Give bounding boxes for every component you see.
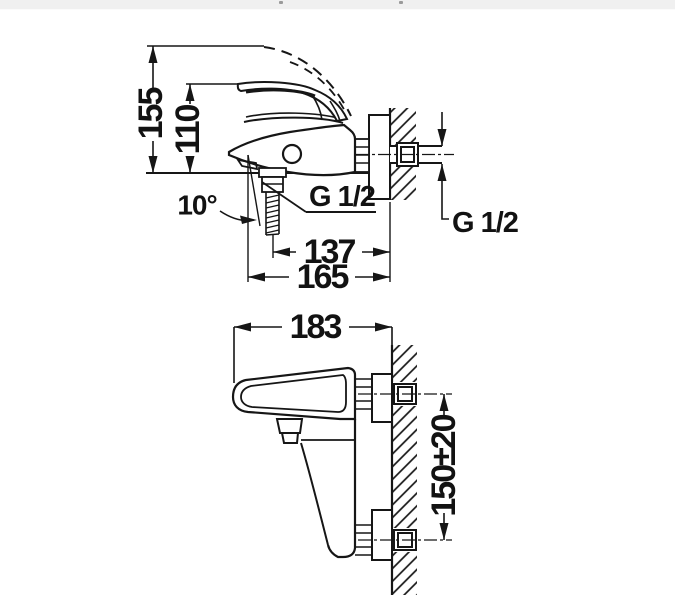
lever-raised-dashed [263, 46, 352, 117]
lever-raised-dashed2 [289, 61, 347, 114]
upper-pipe-ribs [355, 378, 372, 410]
dome-cap-line [243, 116, 344, 124]
arrowhead-left [248, 272, 265, 282]
screen-artifact [279, 1, 283, 4]
lever-handle-inner-line [240, 374, 347, 413]
arrowhead-up [148, 46, 158, 63]
dimension-150: 150±20 [425, 394, 463, 540]
angle-annotation: 10° [177, 154, 261, 282]
dimension-155: 155 [132, 46, 170, 173]
dim-label-150: 150±20 [425, 414, 463, 516]
dim-label-137: 137 [304, 233, 356, 271]
top-edge-strip [0, 0, 675, 10]
arrowhead-up [185, 84, 195, 101]
arrowhead-left [234, 322, 251, 332]
lever-handle-plan [231, 366, 357, 421]
dim-label-155: 155 [132, 88, 170, 140]
dimension-137: 137 [273, 233, 390, 271]
dim-label-165: 165 [297, 258, 349, 296]
dimension-183: 183 [233, 308, 393, 383]
body-button [281, 143, 303, 165]
arrowhead-right [373, 272, 390, 282]
arrowhead-down [439, 523, 449, 540]
spout-chin [236, 158, 259, 171]
arrowhead-up [439, 394, 449, 411]
dim-label-183: 183 [290, 308, 342, 346]
arrowhead-down [148, 156, 158, 173]
arrowhead-right [375, 322, 392, 332]
arrowhead-down [437, 129, 447, 146]
screen-artifact [399, 1, 403, 4]
dimension-110: 110 [169, 84, 207, 173]
angle-tilted-line [247, 154, 261, 227]
dome-cap-line2 [245, 112, 342, 120]
arrowhead-down [185, 156, 195, 173]
arrowhead-up [437, 164, 447, 181]
arrowhead-right [240, 215, 257, 224]
dim-label-angle: 10° [177, 190, 216, 221]
dimension-165: 165 [248, 258, 390, 296]
dim-label-110: 110 [169, 104, 207, 154]
arrowhead-right [373, 247, 390, 257]
ribbed-connector [354, 138, 370, 173]
lever-accent [245, 88, 316, 98]
dim-label-wall-thread: G 1/2 [452, 207, 518, 239]
wall-thread-callout: G 1/2 [437, 112, 519, 239]
lever-neck-line2 [329, 100, 341, 122]
upper-flange [371, 373, 393, 423]
faucet-body-plan [300, 419, 357, 559]
side-view: G 1/2 G 1/2 10° 155 [132, 45, 519, 296]
tail-thread-callout: G 1/2 [261, 181, 376, 213]
lower-flange [371, 509, 393, 561]
lever-neck-line [311, 94, 323, 121]
arrowhead-left [273, 247, 290, 257]
lower-pipe-ribs [355, 524, 372, 556]
dim-label-tail-thread: G 1/2 [309, 181, 375, 213]
plan-view: 183 [231, 308, 463, 595]
aerator-plan [275, 418, 304, 444]
threaded-tail [258, 167, 287, 236]
